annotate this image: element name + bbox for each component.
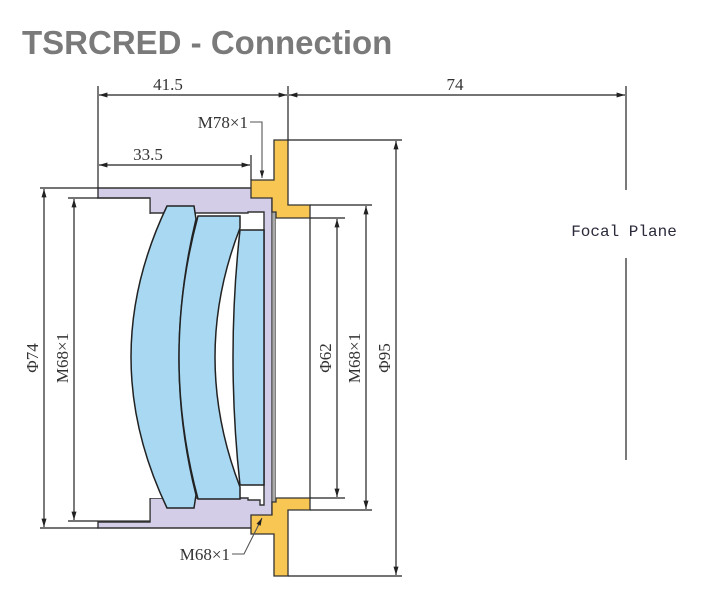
lens-element-3 bbox=[232, 229, 265, 486]
dim-barrel-length: 33.5 bbox=[133, 145, 163, 164]
dim-m68-front: M68×1 bbox=[53, 333, 72, 383]
dim-back-focus: 74 bbox=[447, 75, 465, 94]
thread-m68-bottom: M68×1 bbox=[180, 545, 230, 564]
dim-m68-rear: M68×1 bbox=[345, 333, 364, 383]
dim-phi95: Φ95 bbox=[375, 343, 394, 372]
page-title: TSRCRED - Connection bbox=[22, 24, 393, 61]
lens-element-2 bbox=[178, 215, 241, 500]
focal-plane-label: Focal Plane bbox=[571, 223, 677, 241]
dim-overall-length: 41.5 bbox=[153, 75, 183, 94]
leader-m78 bbox=[250, 121, 265, 178]
thread-m78: M78×1 bbox=[198, 113, 248, 132]
dim-phi62: Φ62 bbox=[316, 343, 335, 372]
rear-plate bbox=[271, 211, 277, 503]
leader-m68-bottom bbox=[232, 517, 263, 555]
dim-phi74: Φ74 bbox=[23, 343, 42, 373]
